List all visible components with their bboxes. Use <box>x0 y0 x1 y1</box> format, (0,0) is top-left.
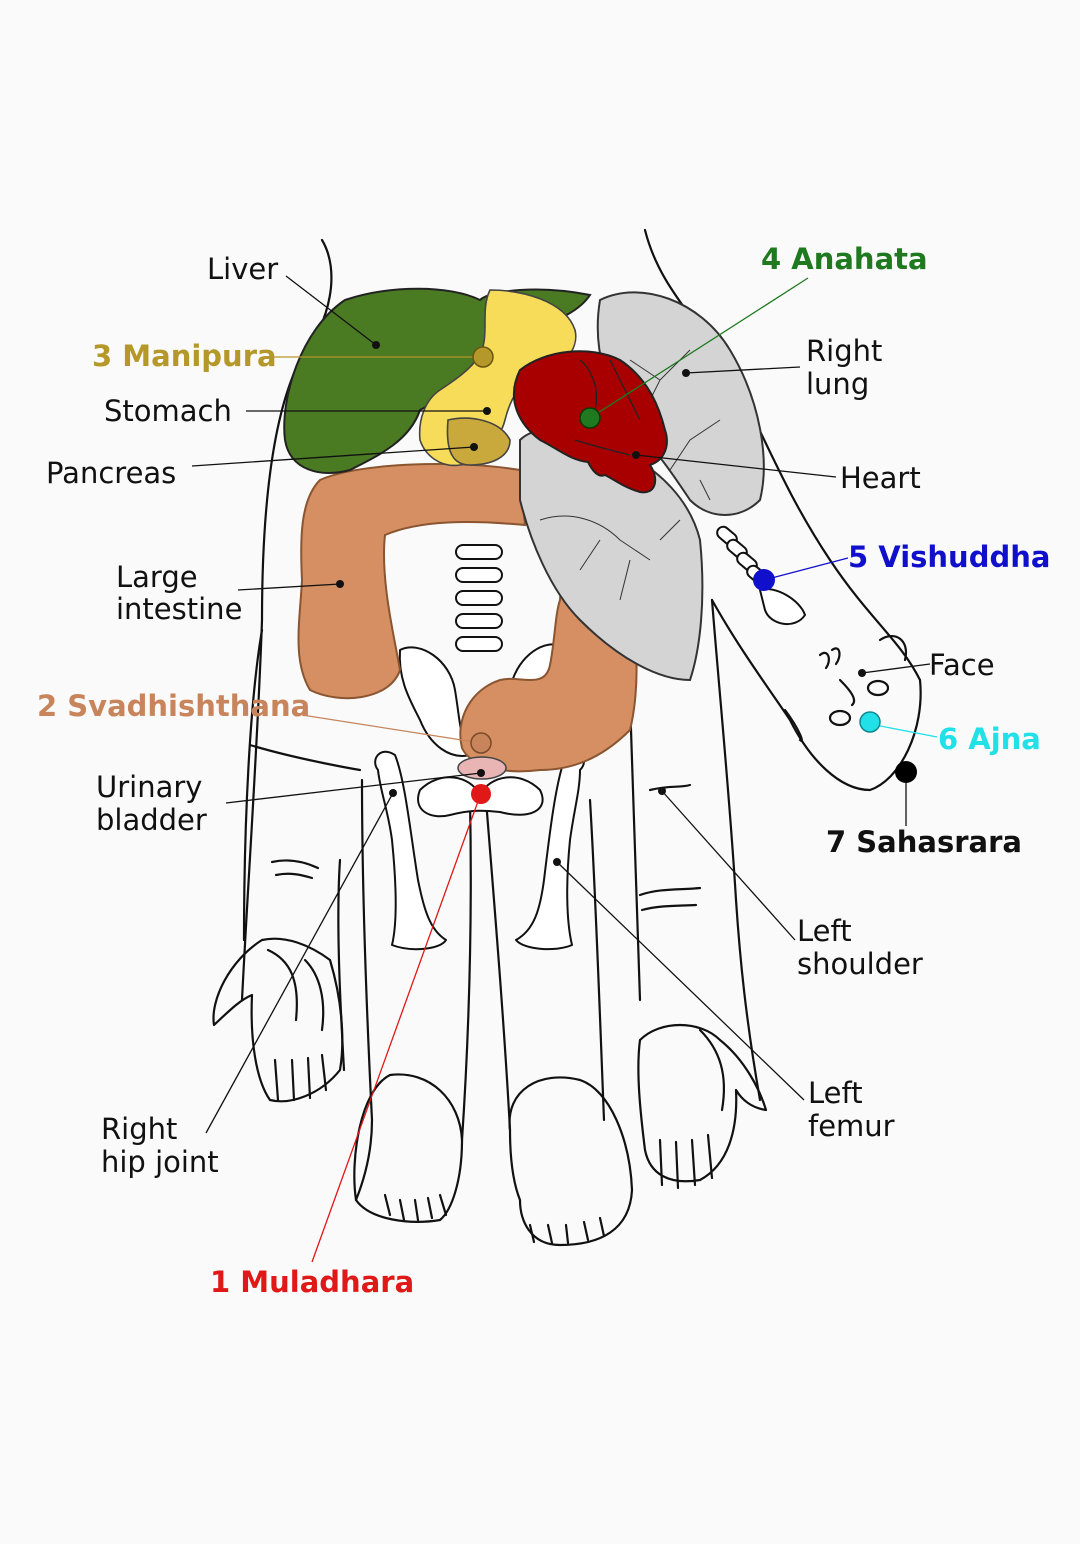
pancreas-shape <box>446 417 511 466</box>
vishuddha-label: 5 Vishuddha <box>848 540 1050 574</box>
organs <box>283 287 765 780</box>
anahata-point <box>579 407 601 429</box>
sahasrara-label: 7 Sahasrara <box>826 825 1022 859</box>
spine <box>455 544 503 652</box>
stomach-label: Stomach <box>104 394 232 428</box>
heart-label: Heart <box>840 461 921 495</box>
ajna-point <box>859 711 881 733</box>
vishuddha-point <box>753 569 775 591</box>
left-femur-label-line1: Left <box>808 1076 863 1110</box>
right-lung-label-line2: lung <box>806 367 869 401</box>
face-label: Face <box>929 648 995 682</box>
pancreas-label: Pancreas <box>46 456 176 490</box>
right-femur <box>374 750 447 951</box>
large-intestine-label-line1: Large <box>116 560 198 594</box>
manipura-label: 3 Manipura <box>92 339 277 373</box>
leader-lines <box>191 275 938 1263</box>
liver-label: Liver <box>207 252 278 286</box>
large-intestine-label-line2: intestine <box>116 592 242 626</box>
trachea <box>716 525 806 625</box>
left-femur-label-line2: femur <box>808 1109 895 1143</box>
right-hip-joint-label-line2: hip joint <box>101 1145 219 1179</box>
urinary-bladder-label-line1: Urinary <box>96 770 202 804</box>
anchor-dots <box>336 341 866 866</box>
urinary-bladder-label-line2: bladder <box>96 803 207 837</box>
muladhara-label: 1 Muladhara <box>210 1265 414 1299</box>
chakra-points <box>470 346 917 804</box>
muladhara-point <box>471 784 491 804</box>
left-shoulder-label-line1: Left <box>797 914 852 948</box>
right-hip-joint-label-line1: Right <box>101 1112 177 1146</box>
svadhishthana-point <box>470 732 492 754</box>
svadhishthana-label: 2 Svadhishthana <box>37 689 310 723</box>
right-lung-label-line1: Right <box>806 334 882 368</box>
sahasrara-point <box>895 761 917 783</box>
urinary-bladder-shape <box>457 756 507 780</box>
labels: Liver 3 Manipura Stomach Pancreas Large … <box>37 242 1050 1299</box>
ajna-label: 6 Ajna <box>938 722 1041 756</box>
left-shoulder-label-line2: shoulder <box>797 947 923 981</box>
body-outline <box>212 228 922 1247</box>
manipura-point <box>472 346 494 368</box>
anahata-label: 4 Anahata <box>761 242 928 276</box>
